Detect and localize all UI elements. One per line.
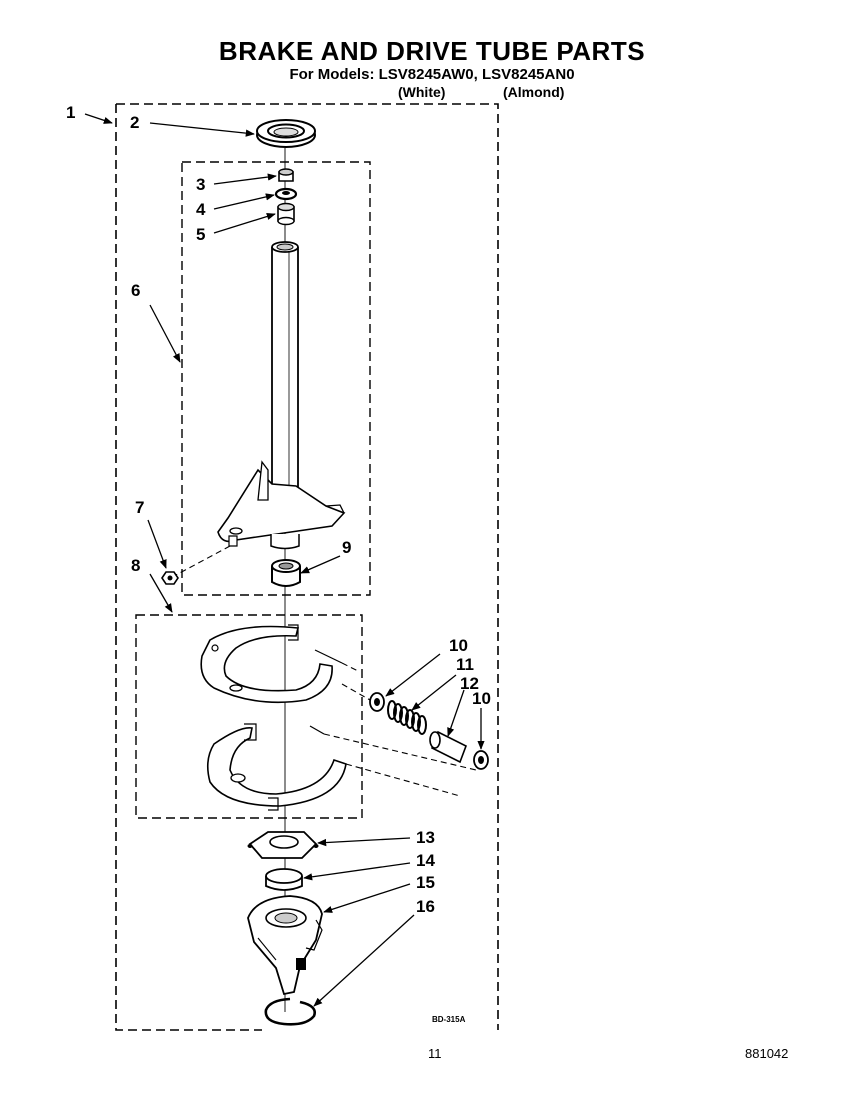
spring-cap-part: [474, 751, 488, 769]
clutch-ring-part: [266, 869, 302, 890]
callout-10: 10: [449, 636, 468, 655]
leader-16: [313, 915, 414, 1007]
callout-1: 1: [66, 103, 76, 122]
brake-shoe-upper-part: [201, 625, 370, 702]
callout-7: 7: [135, 498, 145, 517]
bushing-part: [278, 204, 294, 225]
document-number: 881042: [745, 1046, 789, 1061]
leader-9: [300, 556, 340, 573]
brake-shoe-group-box: [136, 615, 362, 818]
bearing-ring-part: [257, 120, 315, 147]
callout-8: 8: [131, 556, 141, 575]
leader-15: [323, 884, 410, 913]
page-title: BRAKE AND DRIVE TUBE PARTS: [218, 36, 646, 66]
leader-4: [214, 193, 275, 209]
plunger-part: [430, 732, 466, 762]
cam-part: [247, 832, 319, 858]
variant-almond-label: (Almond): [503, 84, 565, 100]
leader-13: [317, 838, 410, 847]
callout-10-second: 10: [472, 689, 491, 708]
page-number: 11: [428, 1046, 442, 1061]
callout-11: 11: [456, 655, 474, 674]
callout-9: 9: [342, 538, 352, 557]
hex-nut-part: [162, 572, 178, 584]
callout-14: 14: [416, 851, 435, 870]
brake-shoe-lower-part: [208, 724, 476, 810]
spring-cap-part: [370, 693, 384, 711]
leader-7: [148, 520, 166, 569]
callout-13: 13: [416, 828, 435, 847]
model-subtitle: For Models: LSV8245AW0, LSV8245AN0: [289, 66, 575, 83]
leader-5: [214, 212, 276, 233]
nut-part: [279, 169, 293, 181]
coupling-part: [272, 560, 300, 586]
callout-4: 4: [196, 200, 206, 219]
callout-12: 12: [460, 674, 479, 693]
washer-part: [276, 189, 296, 199]
leader-10a: [385, 654, 440, 697]
assembly-outline: [116, 104, 498, 1030]
drive-tube-group-box: [182, 162, 370, 595]
callout-15: 15: [416, 873, 435, 892]
callout-3: 3: [196, 175, 206, 194]
callout-2: 2: [130, 113, 140, 132]
leader-1: [85, 114, 113, 124]
leader-2: [150, 123, 255, 137]
leader-8: [150, 574, 172, 613]
drive-tube-part: [176, 242, 344, 575]
callout-5: 5: [196, 225, 206, 244]
leader-12: [447, 690, 464, 737]
leader-11: [411, 675, 456, 711]
variant-white-label: (White): [398, 84, 446, 100]
hub-housing-part: [248, 896, 322, 994]
diagram-code: BD-315A: [432, 1015, 466, 1024]
leader-6: [150, 305, 180, 363]
leader-3: [214, 173, 277, 184]
spring-part: [388, 701, 426, 734]
leader-14: [303, 863, 410, 881]
leader-lines: [85, 114, 485, 1007]
retaining-ring-part: [266, 999, 315, 1024]
callout-6: 6: [131, 281, 141, 300]
callout-16: 16: [416, 897, 435, 916]
